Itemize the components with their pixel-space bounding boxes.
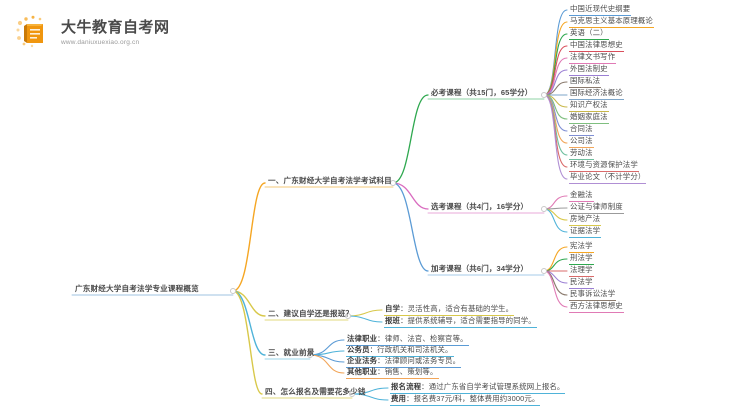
required-course-13[interactable]: 劳动法	[569, 147, 594, 160]
branch-2-label[interactable]: 二、建议自学还是报班？	[268, 309, 354, 318]
application-info-1[interactable]: 报名流程：通过广东省自学考试管理系统网上报名。	[390, 381, 566, 394]
career-option-1-text: ：律师、法官、检察官等。	[377, 334, 468, 343]
career-option-2-text: ：行政机关和司法机关。	[369, 345, 453, 354]
additional-course-2[interactable]: 刑法学	[569, 252, 594, 265]
required-course-10[interactable]: 婚姻家庭法	[569, 111, 609, 124]
node-handle-branch-4[interactable]	[349, 391, 355, 397]
study-advice-2-text: ：提供系统辅导，适合需要指导的同学。	[400, 316, 536, 325]
node-handle-branch-2[interactable]	[345, 313, 351, 319]
required-course-5[interactable]: 法律文书写作	[569, 51, 617, 64]
required-course-1[interactable]: 中国近现代史纲要	[569, 3, 632, 16]
required-courses-label[interactable]: 必考课程（共15门，65学分）	[431, 88, 533, 97]
required-course-4[interactable]: 中国法律思想史	[569, 39, 624, 52]
site-logo: 大牛教育自考网 www.daniuxuexiao.org.cn	[14, 14, 170, 50]
career-option-1-lead: 法律职业	[347, 334, 378, 343]
elective-course-3[interactable]: 房地产法	[569, 213, 602, 226]
required-course-14[interactable]: 环境与资源保护法学	[569, 159, 639, 172]
elective-course-4[interactable]: 证据法学	[569, 225, 602, 238]
required-course-7[interactable]: 国际私法	[569, 75, 602, 88]
application-info-2-lead: 费用	[391, 394, 407, 403]
node-handle-branch-1[interactable]	[390, 180, 396, 186]
node-handle-required[interactable]	[541, 92, 547, 98]
application-info-2-text: ：报名费37元/科，整体费用约3000元。	[406, 394, 540, 403]
logo-url: www.daniuxuexiao.org.cn	[61, 38, 140, 46]
required-course-8[interactable]: 国际经济法概论	[569, 87, 624, 100]
additional-course-6[interactable]: 西方法律思想史	[569, 300, 624, 313]
career-option-4-lead: 其他职业	[347, 367, 378, 376]
required-course-11[interactable]: 合同法	[569, 123, 594, 136]
career-option-3-lead: 企业法务	[347, 356, 378, 365]
study-advice-1[interactable]: 自学：灵活性高，适合有基础的学生。	[384, 303, 515, 316]
study-advice-2-lead: 报班	[385, 316, 401, 325]
logo-title: 大牛教育自考网	[61, 18, 170, 36]
required-course-9[interactable]: 知识产权法	[569, 99, 609, 112]
required-course-2[interactable]: 马克思主义基本原理概论	[569, 15, 654, 28]
elective-course-1[interactable]: 金融法	[569, 189, 594, 202]
required-course-12[interactable]: 公司法	[569, 135, 594, 148]
application-info-2[interactable]: 费用：报名费37元/科，整体费用约3000元。	[390, 393, 541, 406]
node-handle-root[interactable]	[230, 288, 236, 294]
career-option-2-lead: 公务员	[347, 345, 370, 354]
career-option-3-text: ：法律顾问或法务专员。	[377, 356, 461, 365]
additional-course-3[interactable]: 法理学	[569, 264, 594, 277]
branch-4-label[interactable]: 四、怎么报名及需要花多少钱	[265, 387, 366, 396]
required-course-15[interactable]: 毕业论文（不计学分）	[569, 171, 647, 184]
mindmap-root-node[interactable]: 广东财经大学自考法学专业课程概览	[75, 284, 199, 293]
elective-courses-label[interactable]: 选考课程（共4门，16学分）	[431, 202, 529, 211]
node-handle-branch-3[interactable]	[307, 352, 313, 358]
branch-3-label[interactable]: 三、就业前景	[268, 348, 315, 357]
additional-course-1[interactable]: 宪法学	[569, 240, 594, 253]
elective-course-2[interactable]: 公证与律师制度	[569, 201, 624, 214]
required-course-3[interactable]: 英语（二）	[569, 27, 609, 40]
study-advice-1-text: ：灵活性高，适合有基础的学生。	[400, 304, 514, 313]
study-advice-1-lead: 自学	[385, 304, 401, 313]
study-advice-2[interactable]: 报班：提供系统辅导，适合需要指导的同学。	[384, 315, 537, 328]
branch-1-label[interactable]: 一、广东财经大学自考法学考试科目	[268, 176, 392, 185]
required-course-6[interactable]: 外国法制史	[569, 63, 609, 76]
application-info-1-text: ：通过广东省自学考试管理系统网上报名。	[421, 382, 565, 391]
logo-text-block: 大牛教育自考网 www.daniuxuexiao.org.cn	[61, 19, 170, 46]
additional-courses-label[interactable]: 加考课程（共6门，34学分）	[431, 264, 529, 273]
career-option-4[interactable]: 其他职业：销售、策划等。	[346, 366, 439, 379]
node-handle-elective[interactable]	[541, 206, 547, 212]
application-info-1-lead: 报名流程	[391, 382, 422, 391]
career-option-4-text: ：销售、策划等。	[377, 367, 438, 376]
career-option-2[interactable]: 公务员：行政机关和司法机关。	[346, 344, 454, 357]
career-option-3[interactable]: 企业法务：法律顾问或法务专员。	[346, 355, 462, 368]
additional-course-5[interactable]: 民事诉讼法学	[569, 288, 617, 301]
career-option-1[interactable]: 法律职业：律师、法官、检察官等。	[346, 333, 469, 346]
node-handle-additional[interactable]	[541, 268, 547, 274]
book-icon	[14, 14, 54, 50]
additional-course-4[interactable]: 民法学	[569, 276, 594, 289]
